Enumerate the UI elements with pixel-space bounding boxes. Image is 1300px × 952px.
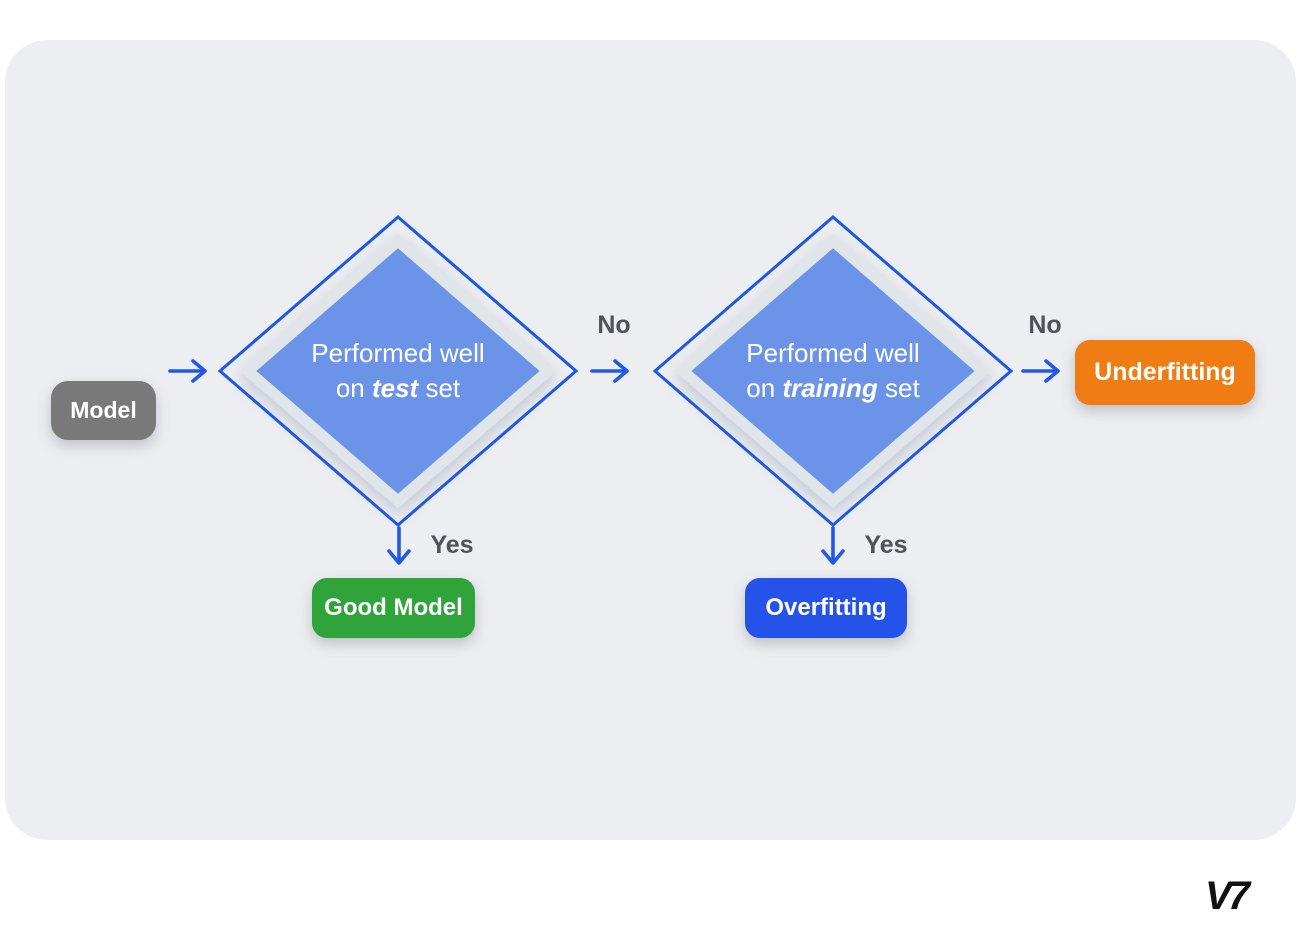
arrow-down-test-to-good-model-icon xyxy=(384,524,414,568)
edge-label-no-training: No xyxy=(1028,311,1062,339)
underfitting-node: Underfitting xyxy=(1075,340,1255,405)
model-node: Model xyxy=(51,381,156,440)
arrow-right-training-to-underfitting-icon xyxy=(1019,356,1065,386)
arrow-down-training-to-overfitting-icon xyxy=(818,524,848,568)
v7-logo: V7 xyxy=(1205,873,1250,918)
underfitting-node-label: Underfitting xyxy=(1094,358,1236,386)
arrow-right-model-to-test-icon xyxy=(166,356,212,386)
edge-label-yes-training: Yes xyxy=(864,531,908,559)
overfitting-node: Overfitting xyxy=(745,578,907,638)
model-node-label: Model xyxy=(70,397,137,423)
good-model-node: Good Model xyxy=(312,578,475,638)
good-model-node-label: Good Model xyxy=(324,594,463,621)
overfitting-node-label: Overfitting xyxy=(765,594,887,621)
edge-label-yes-test: Yes xyxy=(430,531,474,559)
edge-label-no-test: No xyxy=(597,311,631,339)
arrow-right-test-to-training-icon xyxy=(588,356,634,386)
